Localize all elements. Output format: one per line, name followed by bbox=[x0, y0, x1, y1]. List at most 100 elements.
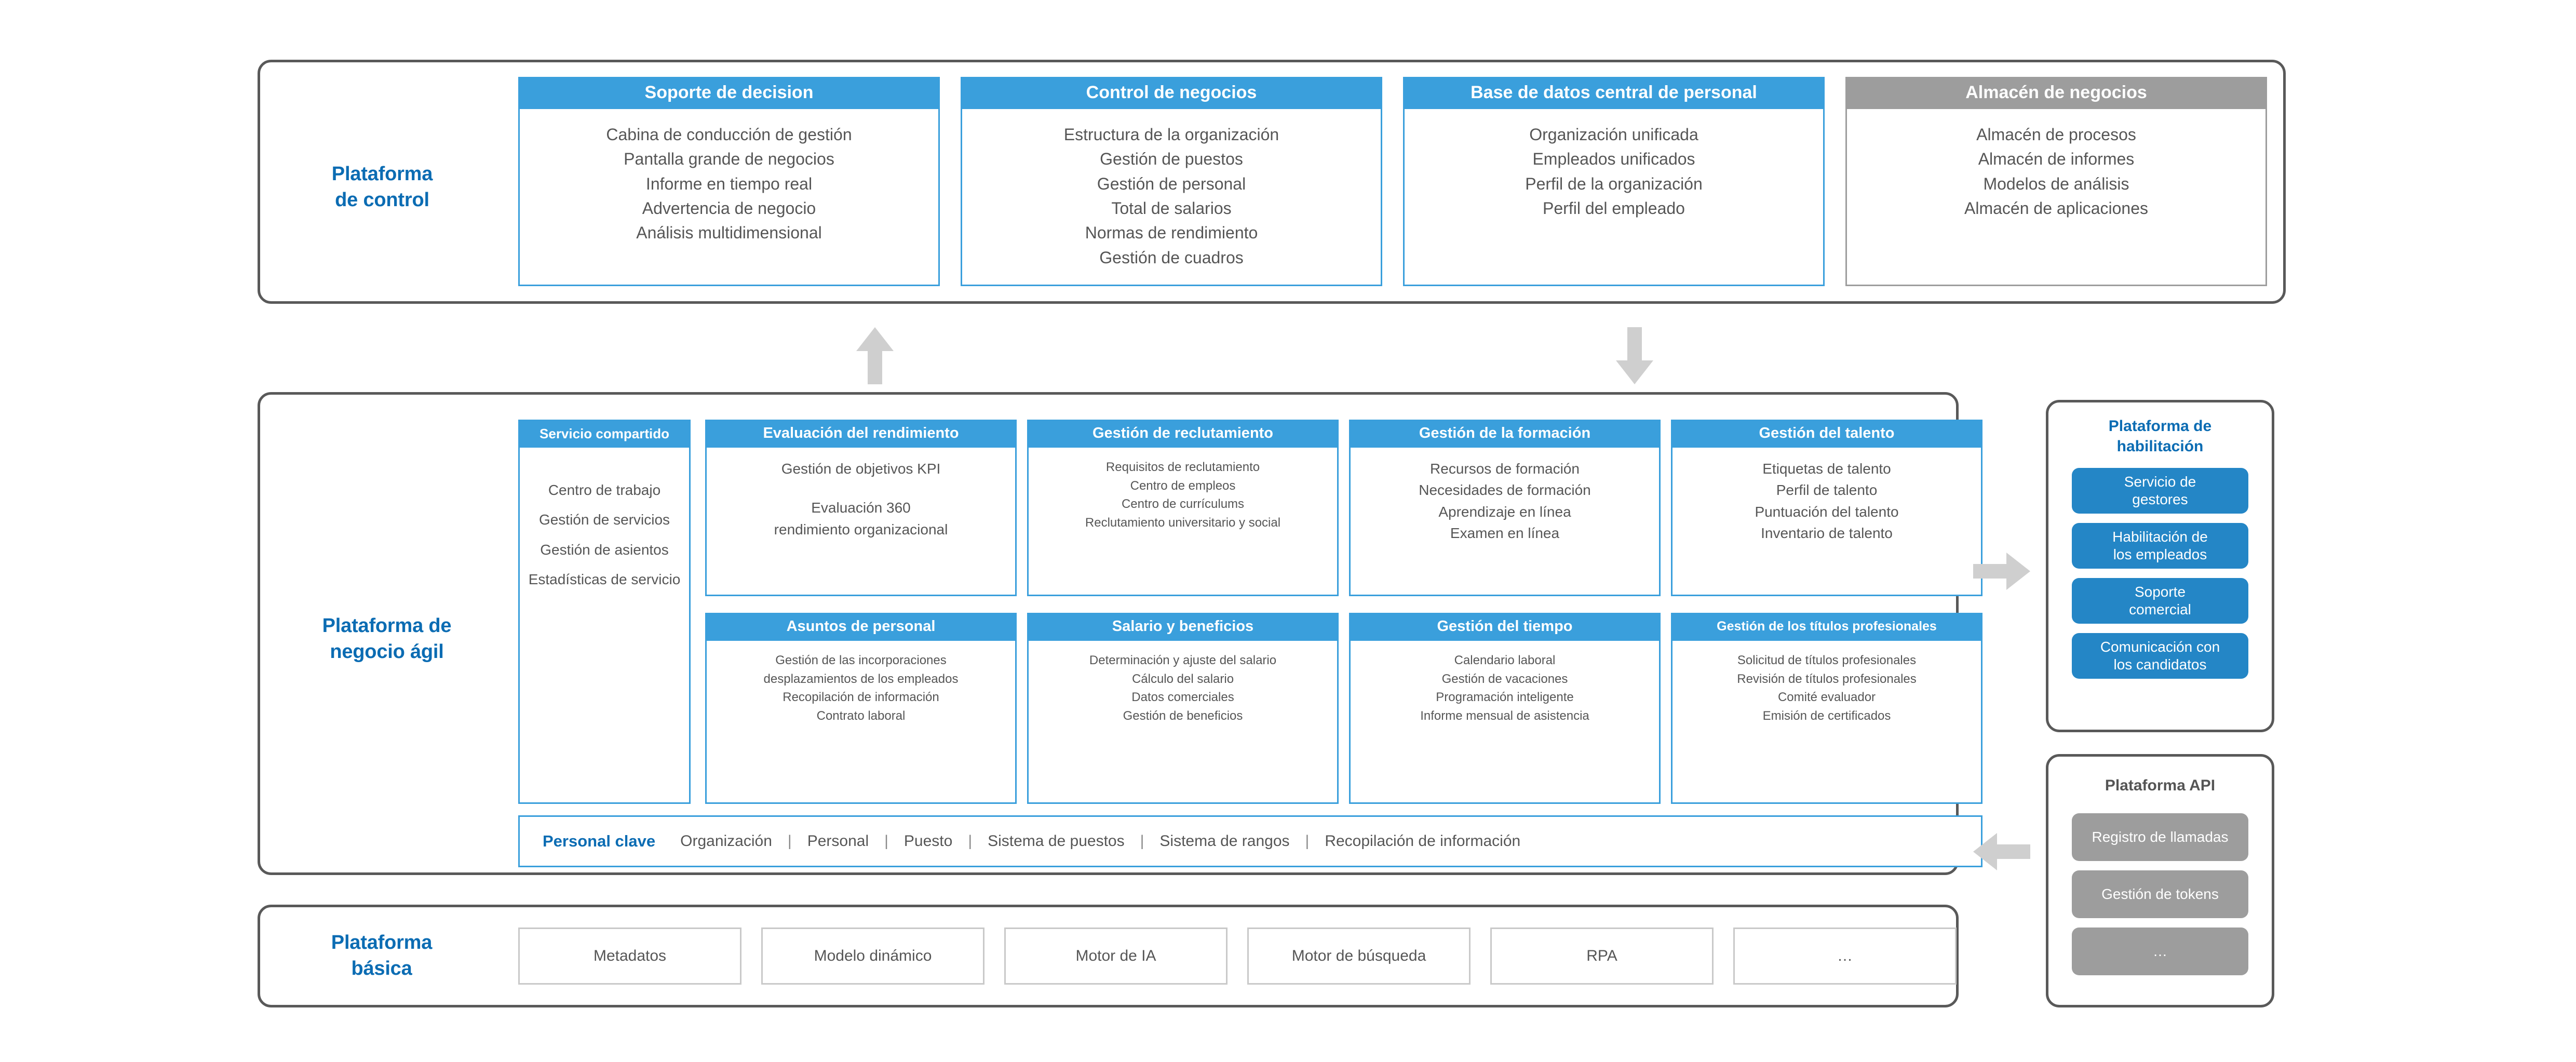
card-body: Cabina de conducción de gestión Pantalla… bbox=[518, 109, 940, 286]
key-personnel-item[interactable]: Personal bbox=[807, 832, 869, 850]
card-body: Requisitos de reclutamiento Centro de em… bbox=[1027, 448, 1339, 596]
list-item: Centro de trabajo bbox=[548, 482, 661, 498]
pill-soporte-comercial[interactable]: Soporte comercial bbox=[2072, 578, 2248, 624]
card-body: Gestión de objetivos KPI Evaluación 360 … bbox=[705, 448, 1017, 596]
basic-platform-label-line2: básica bbox=[351, 958, 412, 980]
list-item: Perfil de la organización bbox=[1525, 174, 1703, 193]
key-personnel-title: Personal clave bbox=[543, 832, 656, 850]
pill-comunicacion-con-los-candidatos[interactable]: Comunicación con los candidatos bbox=[2072, 633, 2248, 679]
card-body: Organización unificada Empleados unifica… bbox=[1403, 109, 1825, 286]
list-item: Informe en tiempo real bbox=[645, 174, 813, 193]
pill-registro-de-llamadas[interactable]: Registro de llamadas bbox=[2072, 813, 2248, 861]
tile-metadatos[interactable]: Metadatos bbox=[518, 927, 741, 985]
list-item: Empleados unificados bbox=[1532, 150, 1695, 169]
card-title: Gestión de los títulos profesionales bbox=[1671, 613, 1982, 641]
pill-label-line2: comercial bbox=[2129, 601, 2191, 617]
pill-label: … bbox=[2153, 943, 2167, 959]
list-item: Almacén de procesos bbox=[1976, 125, 2136, 144]
list-item: Contrato laboral bbox=[816, 708, 906, 723]
separator: | bbox=[968, 832, 973, 850]
card-body: Almacén de procesos Almacén de informes … bbox=[1845, 109, 2267, 286]
list-item: Calendario laboral bbox=[1454, 653, 1556, 667]
basic-platform-label-line1: Plataforma bbox=[331, 932, 433, 953]
list-item: Examen en línea bbox=[1450, 525, 1560, 542]
tile-modelo-dinamico[interactable]: Modelo dinámico bbox=[761, 927, 984, 985]
arrow-right-icon bbox=[1973, 553, 2030, 590]
tile-label: Motor de búsqueda bbox=[1291, 947, 1426, 964]
pill-habilitacion-de-los-empleados[interactable]: Habilitación de los empleados bbox=[2072, 523, 2248, 569]
list-item: Gestión de puestos bbox=[1100, 150, 1243, 169]
basic-platform-label: Plataforma básica bbox=[280, 930, 483, 982]
card-asuntos-de-personal[interactable]: Asuntos de personal Gestión de las incor… bbox=[705, 613, 1017, 804]
list-item: Cabina de conducción de gestión bbox=[606, 125, 852, 144]
tile-label: Metadatos bbox=[593, 947, 667, 964]
key-personnel-item[interactable]: Sistema de puestos bbox=[988, 832, 1125, 850]
card-soporte-de-decision[interactable]: Soporte de decision Cabina de conducción… bbox=[518, 77, 940, 286]
tile-more[interactable]: … bbox=[1733, 927, 1957, 985]
card-body: Calendario laboral Gestión de vacaciones… bbox=[1349, 641, 1661, 804]
list-item: Gestión de beneficios bbox=[1123, 708, 1243, 723]
enablement-platform-title: Plataforma de habilitación bbox=[2048, 416, 2272, 456]
control-platform-label-line2: de control bbox=[335, 189, 429, 211]
pill-label-line2: gestores bbox=[2132, 491, 2188, 507]
tile-motor-de-ia[interactable]: Motor de IA bbox=[1004, 927, 1228, 985]
list-item: Perfil del empleado bbox=[1543, 199, 1685, 218]
list-item: Revisión de títulos profesionales bbox=[1737, 671, 1917, 686]
card-title: Asuntos de personal bbox=[705, 613, 1017, 641]
pill-label-line1: Habilitación de bbox=[2112, 528, 2208, 545]
tile-label: RPA bbox=[1586, 947, 1617, 964]
card-title: Soporte de decision bbox=[518, 77, 940, 109]
card-servicio-compartido[interactable]: Servicio compartido Centro de trabajo Ge… bbox=[518, 420, 691, 804]
pill-gestion-de-tokens[interactable]: Gestión de tokens bbox=[2072, 870, 2248, 918]
card-base-de-datos-central-de-personal[interactable]: Base de datos central de personal Organi… bbox=[1403, 77, 1825, 286]
list-item: Recursos de formación bbox=[1430, 461, 1580, 477]
key-personnel-bar[interactable]: Personal clave Organización | Personal |… bbox=[518, 815, 1982, 867]
card-title: Gestión del tiempo bbox=[1349, 613, 1661, 641]
card-gestion-de-la-formacion[interactable]: Gestión de la formación Recursos de form… bbox=[1349, 420, 1661, 596]
enablement-platform-frame: Plataforma de habilitación Servicio de g… bbox=[2046, 400, 2274, 732]
list-item: Informe mensual de asistencia bbox=[1420, 708, 1589, 723]
list-item: Almacén de aplicaciones bbox=[1964, 199, 2148, 218]
pill-label-line1: Servicio de bbox=[2124, 473, 2196, 490]
card-body: Solicitud de títulos profesionales Revis… bbox=[1671, 641, 1982, 804]
card-control-de-negocios[interactable]: Control de negocios Estructura de la org… bbox=[961, 77, 1382, 286]
tile-label: Modelo dinámico bbox=[814, 947, 932, 964]
list-item: Puntuación del talento bbox=[1755, 503, 1899, 520]
list-item: Inventario de talento bbox=[1761, 525, 1893, 542]
agile-platform-label-line2: negocio ágil bbox=[330, 641, 444, 663]
card-evaluacion-del-rendimiento[interactable]: Evaluación del rendimiento Gestión de ob… bbox=[705, 420, 1017, 596]
list-item: Pantalla grande de negocios bbox=[624, 150, 834, 169]
card-body: Etiquetas de talento Perfil de talento P… bbox=[1671, 448, 1982, 596]
card-salario-y-beneficios[interactable]: Salario y beneficios Determinación y aju… bbox=[1027, 613, 1339, 804]
pill-more[interactable]: … bbox=[2072, 927, 2248, 975]
tile-label: … bbox=[1837, 947, 1853, 964]
card-body: Gestión de las incorporaciones desplazam… bbox=[705, 641, 1017, 804]
card-title: Gestión de reclutamiento bbox=[1027, 420, 1339, 448]
list-item: Solicitud de títulos profesionales bbox=[1737, 653, 1917, 667]
pill-label-line1: Comunicación con bbox=[2100, 638, 2220, 655]
tile-label: Motor de IA bbox=[1075, 947, 1156, 964]
card-almacen-de-negocios[interactable]: Almacén de negocios Almacén de procesos … bbox=[1845, 77, 2267, 286]
key-personnel-item[interactable]: Recopilación de información bbox=[1325, 832, 1521, 850]
card-gestion-del-tiempo[interactable]: Gestión del tiempo Calendario laboral Ge… bbox=[1349, 613, 1661, 804]
list-item: Programación inteligente bbox=[1436, 690, 1574, 705]
tile-motor-de-busqueda[interactable]: Motor de búsqueda bbox=[1247, 927, 1471, 985]
card-body: Determinación y ajuste del salario Cálcu… bbox=[1027, 641, 1339, 804]
list-item: Comité evaluador bbox=[1777, 690, 1876, 705]
card-gestion-de-reclutamiento[interactable]: Gestión de reclutamiento Requisitos de r… bbox=[1027, 420, 1339, 596]
separator: | bbox=[1140, 832, 1144, 850]
pill-servicio-de-gestores[interactable]: Servicio de gestores bbox=[2072, 468, 2248, 514]
key-personnel-item[interactable]: Sistema de rangos bbox=[1159, 832, 1290, 850]
card-gestion-de-los-titulos-profesionales[interactable]: Gestión de los títulos profesionales Sol… bbox=[1671, 613, 1982, 804]
key-personnel-item[interactable]: Puesto bbox=[903, 832, 953, 850]
list-item: Etiquetas de talento bbox=[1762, 461, 1891, 477]
tile-rpa[interactable]: RPA bbox=[1490, 927, 1714, 985]
card-title: Control de negocios bbox=[961, 77, 1382, 109]
list-item: Reclutamiento universitario y social bbox=[1085, 515, 1281, 530]
list-item: Emisión de certificados bbox=[1762, 708, 1891, 723]
card-gestion-del-talento[interactable]: Gestión del talento Etiquetas de talento… bbox=[1671, 420, 1982, 596]
list-item: rendimiento organizacional bbox=[774, 521, 948, 537]
key-personnel-item[interactable]: Organización bbox=[680, 832, 772, 850]
list-item: Gestión de vacaciones bbox=[1441, 671, 1568, 686]
